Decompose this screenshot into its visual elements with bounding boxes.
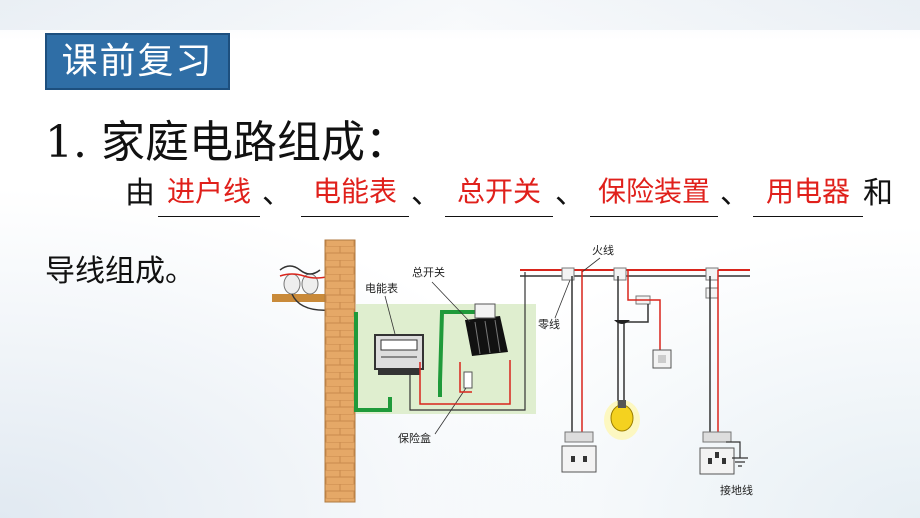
sentence-continuation: 导线组成。 xyxy=(45,254,195,289)
main-switch xyxy=(465,303,508,356)
blank-5 xyxy=(753,216,863,217)
socket-left xyxy=(561,431,597,473)
section-tag: 课前复习 xyxy=(45,33,230,90)
ground-label: 接地线 xyxy=(720,483,753,497)
top-banner xyxy=(0,0,920,30)
sentence-suffix: 和 xyxy=(863,176,893,211)
entry-insulators xyxy=(272,265,354,311)
blank-2 xyxy=(301,216,409,217)
brick-wall xyxy=(324,239,356,503)
neutral-wire-label: 零线 xyxy=(538,317,560,331)
meter xyxy=(374,334,424,375)
answer-1: 进户线 xyxy=(166,175,251,208)
separator-2: 、 xyxy=(411,176,441,211)
answer-2: 电能表 xyxy=(312,175,397,208)
blank-1 xyxy=(158,216,260,217)
sentence-prefix: 由 xyxy=(125,176,155,211)
ground-symbol xyxy=(726,441,748,467)
main-switch-label: 总开关 xyxy=(412,265,445,279)
blank-4 xyxy=(590,216,718,217)
blank-3 xyxy=(445,216,553,217)
fill-in-sentence: 由 进户线 、 电能表 、 总开关 、 保险装置 、 用电器 和 xyxy=(45,168,905,228)
socket-right xyxy=(699,431,735,475)
fuse-box xyxy=(463,371,473,389)
fuse-box-label: 保险盒 xyxy=(398,431,431,445)
answer-3: 总开关 xyxy=(456,175,541,208)
live-wire-label: 火线 xyxy=(592,243,614,257)
circuit-svg: 电能表 总开关 保险盒 火线 零线 xyxy=(272,239,753,503)
separator-1: 、 xyxy=(262,176,292,211)
answer-4: 保险装置 xyxy=(597,175,710,208)
household-circuit-diagram: 电能表 总开关 保险盒 火线 零线 xyxy=(270,232,760,511)
separator-4: 、 xyxy=(720,176,750,211)
page-title: 1. 家庭电路组成： xyxy=(45,117,409,168)
separator-3: 、 xyxy=(555,176,585,211)
answer-5: 用电器 xyxy=(765,175,850,208)
green-lead xyxy=(354,310,475,412)
meter-label: 电能表 xyxy=(365,281,398,295)
light-bulb xyxy=(604,320,640,440)
